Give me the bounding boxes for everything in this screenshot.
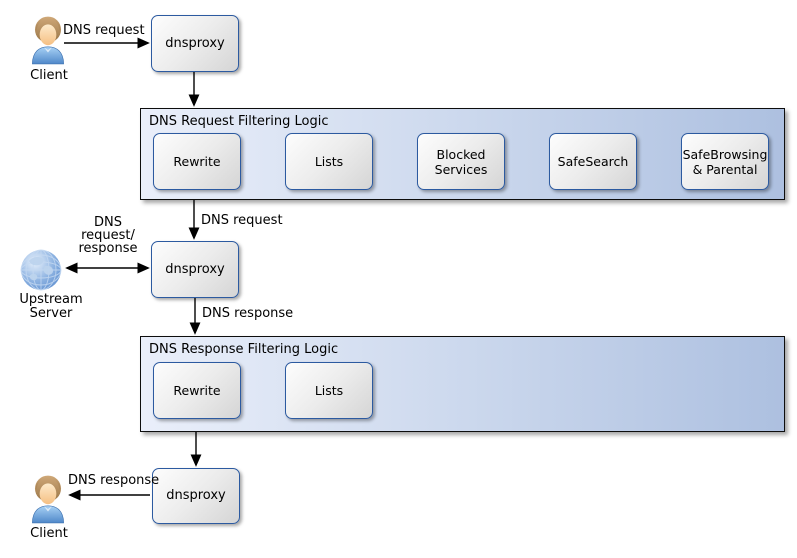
- step-rewrite: Rewrite: [153, 133, 241, 190]
- group-request-filtering-title: DNS Request Filtering Logic: [149, 114, 329, 129]
- step-lists-response: Lists: [285, 362, 373, 419]
- edge-label-dns-request-top: DNS request: [63, 23, 145, 38]
- node-dnsproxy-bottom: dnsproxy: [152, 468, 240, 524]
- group-response-filtering: DNS Response Filtering Logic Rewrite Lis…: [140, 336, 785, 432]
- step-blocked-services: Blocked Services: [417, 133, 505, 190]
- edge-label-dns-request-mid: DNS request: [201, 213, 283, 228]
- person-icon: [32, 475, 64, 524]
- client-bottom-label: Client: [30, 526, 68, 541]
- edge-label-dns-response-bottom: DNS response: [68, 473, 160, 488]
- edge-label-upstream-exchange: DNS request/ response: [78, 215, 138, 256]
- step-safebrowsing-parental: SafeBrowsing & Parental: [681, 133, 769, 190]
- node-dnsproxy-middle: dnsproxy: [151, 241, 239, 298]
- group-response-filtering-title: DNS Response Filtering Logic: [149, 342, 339, 357]
- step-lists: Lists: [285, 133, 373, 190]
- edge-label-dns-response-mid: DNS response: [202, 306, 294, 321]
- step-safesearch: SafeSearch: [549, 133, 637, 190]
- step-rewrite-response: Rewrite: [153, 362, 241, 419]
- group-request-filtering: DNS Request Filtering Logic Rewrite List…: [140, 108, 785, 200]
- upstream-server-label: Upstream Server: [19, 292, 83, 321]
- node-dnsproxy-top: dnsproxy: [151, 15, 239, 72]
- client-top-label: Client: [30, 68, 68, 83]
- globe-icon: [20, 249, 62, 291]
- person-icon: [32, 16, 64, 65]
